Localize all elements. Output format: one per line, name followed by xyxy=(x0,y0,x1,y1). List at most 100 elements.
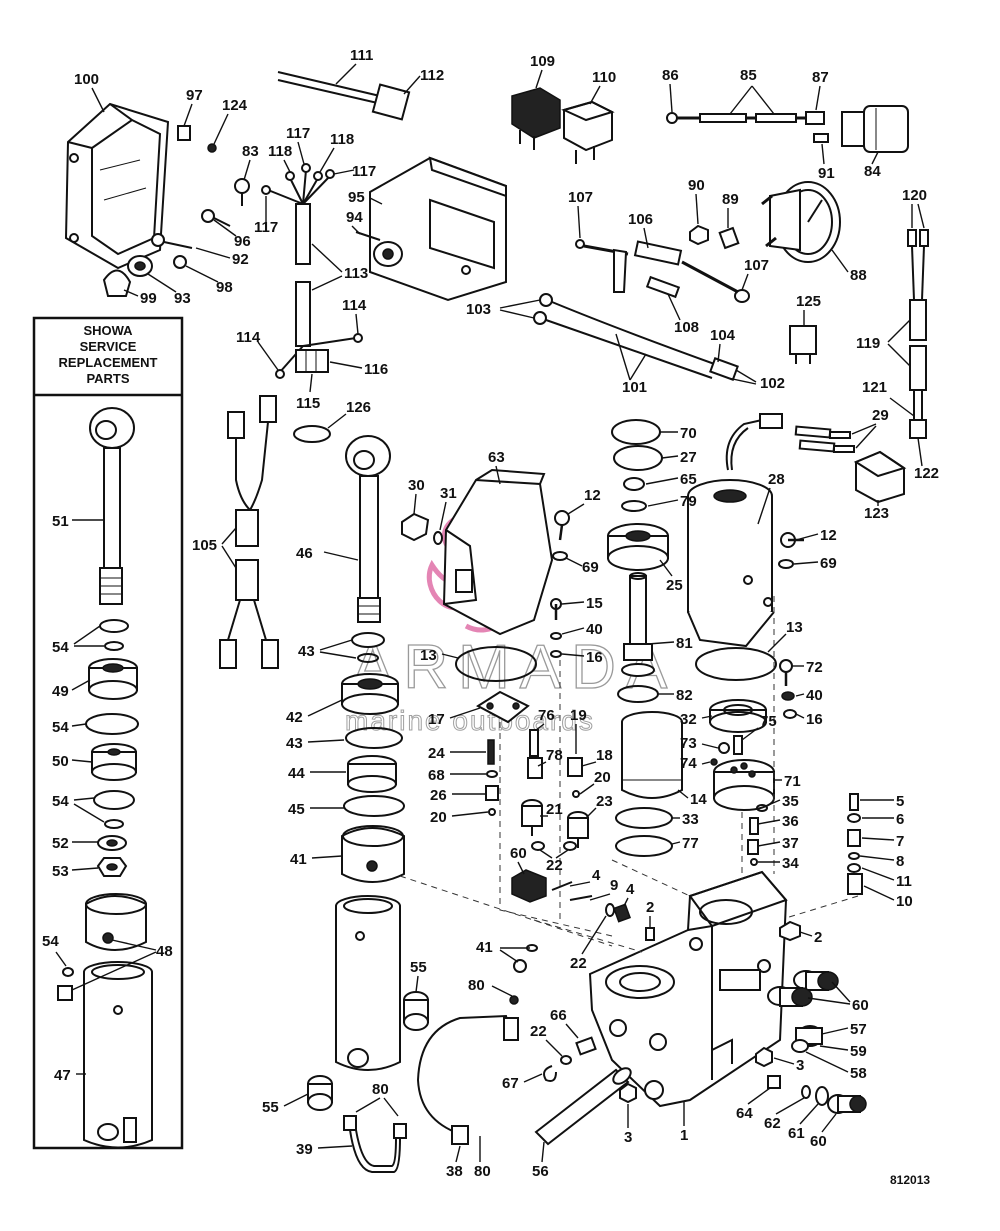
callout-80c: 80 xyxy=(468,977,485,994)
part-tube-39 xyxy=(343,1115,407,1173)
callout-43a: 43 xyxy=(298,643,315,660)
part-piston-44 xyxy=(347,755,397,793)
callout-3b: 3 xyxy=(796,1057,804,1074)
part-plate-17 xyxy=(476,690,530,724)
callout-116: 116 xyxy=(364,361,388,378)
part-piston-inset xyxy=(91,743,137,781)
callout-60b: 60 xyxy=(852,997,869,1014)
callout-20a: 20 xyxy=(430,809,447,826)
assembly-lines xyxy=(399,596,859,953)
callout-5: 5 xyxy=(896,793,904,810)
callout-69a: 69 xyxy=(582,559,599,576)
part-reservoir-14 xyxy=(621,711,683,799)
callout-60c: 60 xyxy=(810,1133,827,1150)
callout-122: 122 xyxy=(914,465,939,482)
callout-118a: 118 xyxy=(268,143,292,160)
callouts: 100 97 124 83 96 92 98 93 99 111 112 117… xyxy=(42,47,939,1180)
callout-119: 119 xyxy=(856,335,880,352)
callout-54b: 54 xyxy=(52,719,69,736)
callout-6: 6 xyxy=(896,811,904,828)
callout-123: 123 xyxy=(864,505,889,522)
callout-35: 35 xyxy=(782,793,799,810)
watermark-brand: ARMADA xyxy=(352,633,677,702)
callout-45: 45 xyxy=(288,801,305,818)
part-housing-41 xyxy=(341,825,405,883)
callout-114b: 114 xyxy=(236,329,261,346)
callout-112: 112 xyxy=(420,67,444,84)
callout-54a: 54 xyxy=(52,639,69,656)
callout-61: 61 xyxy=(788,1125,805,1142)
part-manifold-1 xyxy=(588,870,788,1108)
callout-126: 126 xyxy=(346,399,371,416)
part-gland-42 xyxy=(341,673,399,715)
callout-17a: 17 xyxy=(428,711,445,728)
callout-60a: 60 xyxy=(510,845,527,862)
callout-86: 86 xyxy=(662,67,679,84)
callout-75: 75 xyxy=(760,713,777,730)
callout-21: 21 xyxy=(546,801,563,818)
callout-102: 102 xyxy=(760,375,785,392)
callout-46: 46 xyxy=(296,545,313,562)
part-piston-rod-46 xyxy=(345,435,391,623)
part-plug-60b xyxy=(793,970,839,991)
callout-125: 125 xyxy=(796,293,821,310)
callout-24: 24 xyxy=(428,745,445,762)
callout-28: 28 xyxy=(768,471,785,488)
showa-inset-box: SHOWA SERVICE REPLACEMENT PARTS xyxy=(32,316,184,1150)
part-shaft-81 xyxy=(621,572,655,677)
callout-16b: 16 xyxy=(806,711,823,728)
part-cylinder-inset xyxy=(83,961,153,1149)
callout-124: 124 xyxy=(222,97,248,114)
callout-117a: 117 xyxy=(286,125,310,142)
part-clevis-housing-inset xyxy=(85,893,147,951)
callout-70: 70 xyxy=(680,425,697,442)
callout-20b: 20 xyxy=(594,769,611,786)
callout-53: 53 xyxy=(52,863,69,880)
callout-83: 83 xyxy=(242,143,259,160)
callout-100: 100 xyxy=(74,71,99,88)
callout-4a: 4 xyxy=(592,867,601,884)
callout-22a: 22 xyxy=(530,1023,547,1040)
inset-title-line-4: PARTS xyxy=(86,371,129,386)
callout-2a: 2 xyxy=(646,899,654,916)
part-harness-105 xyxy=(219,395,279,669)
callout-101: 101 xyxy=(622,379,647,396)
callout-23: 23 xyxy=(596,793,613,810)
callout-93: 93 xyxy=(174,290,191,307)
callout-12b: 12 xyxy=(820,527,837,544)
callout-113: 113 xyxy=(344,265,368,282)
part-relay-110 xyxy=(561,100,615,164)
callout-71: 71 xyxy=(784,773,801,790)
inset-title-line-3: REPLACEMENT xyxy=(59,355,158,370)
part-relay-109 xyxy=(511,87,561,150)
callout-13a: 13 xyxy=(420,647,437,664)
callout-111: 111 xyxy=(350,47,373,64)
callout-120: 120 xyxy=(902,187,927,204)
callout-10: 10 xyxy=(896,893,913,910)
callout-37: 37 xyxy=(782,835,799,852)
callout-36: 36 xyxy=(782,813,799,830)
callout-55a: 55 xyxy=(410,959,427,976)
callout-67: 67 xyxy=(502,1075,519,1092)
callout-91: 91 xyxy=(818,165,835,182)
callout-87: 87 xyxy=(812,69,829,86)
callout-12a: 12 xyxy=(584,487,601,504)
callout-94: 94 xyxy=(346,209,363,226)
callout-2b: 2 xyxy=(814,929,822,946)
part-connector-125 xyxy=(789,325,817,364)
callout-81: 81 xyxy=(676,635,693,652)
part-connector-123 xyxy=(853,450,907,504)
callout-33: 33 xyxy=(682,811,699,828)
callout-39: 39 xyxy=(296,1141,313,1158)
callout-80a: 80 xyxy=(372,1081,389,1098)
callout-64: 64 xyxy=(736,1105,753,1122)
part-wire-85 xyxy=(666,111,825,125)
callout-18: 18 xyxy=(596,747,613,764)
part-bushing-55a xyxy=(403,991,429,1031)
callout-19: 19 xyxy=(570,707,587,724)
callout-27: 27 xyxy=(680,449,697,466)
callout-16a: 16 xyxy=(586,649,603,666)
part-harness-113 xyxy=(261,163,363,379)
drawing-code: 812013 xyxy=(890,1173,930,1187)
part-sender-84 xyxy=(841,105,909,153)
